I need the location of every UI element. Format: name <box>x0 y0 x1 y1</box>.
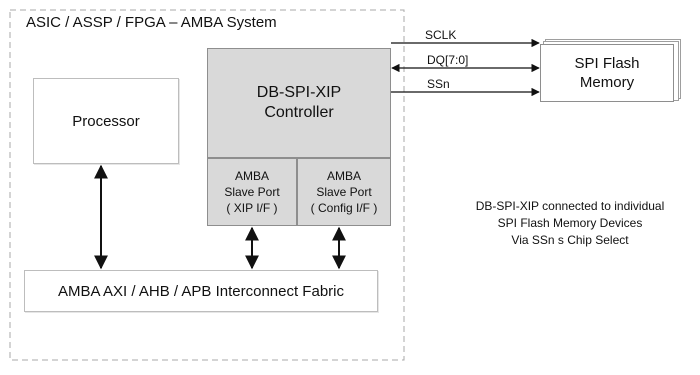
config-port-line1: AMBA <box>326 169 361 183</box>
controller-name: DB-SPI-XIP <box>256 84 342 101</box>
config-port-line3: ( Config I/F ) <box>310 201 378 215</box>
note-line2: SPI Flash Memory Devices <box>497 216 643 230</box>
spi-flash-memory: SPI Flash Memory <box>540 44 674 102</box>
flash-line1: SPI Flash <box>574 55 640 72</box>
xip-port-line3: ( XIP I/F ) <box>226 201 278 215</box>
fabric-label: AMBA AXI / AHB / APB Interconnect Fabric <box>58 282 344 300</box>
xip-port-line1: AMBA <box>234 169 269 183</box>
interconnect-fabric: AMBA AXI / AHB / APB Interconnect Fabric <box>24 270 378 312</box>
processor-block: Processor <box>33 78 179 164</box>
controller-block: DB-SPI-XIP Controller <box>207 48 391 158</box>
note-line3: Via SSn s Chip Select <box>511 233 629 247</box>
processor-label: Processor <box>72 112 140 130</box>
connection-note: DB-SPI-XIP connected to individual SPI F… <box>450 198 690 249</box>
system-boundary <box>9 9 405 361</box>
ssn-label: SSn <box>427 77 450 91</box>
flash-line2: Memory <box>579 74 635 91</box>
system-title: ASIC / ASSP / FPGA – AMBA System <box>26 14 277 31</box>
dq-label: DQ[7:0] <box>427 53 469 67</box>
controller-subtitle: Controller <box>264 104 334 121</box>
xip-port-line2: Slave Port <box>224 185 280 199</box>
config-port-line2: Slave Port <box>316 185 372 199</box>
sclk-label: SCLK <box>425 28 457 42</box>
xip-slave-port: AMBA Slave Port ( XIP I/F ) <box>207 158 297 226</box>
note-line1: DB-SPI-XIP connected to individual <box>475 199 665 213</box>
config-slave-port: AMBA Slave Port ( Config I/F ) <box>297 158 391 226</box>
